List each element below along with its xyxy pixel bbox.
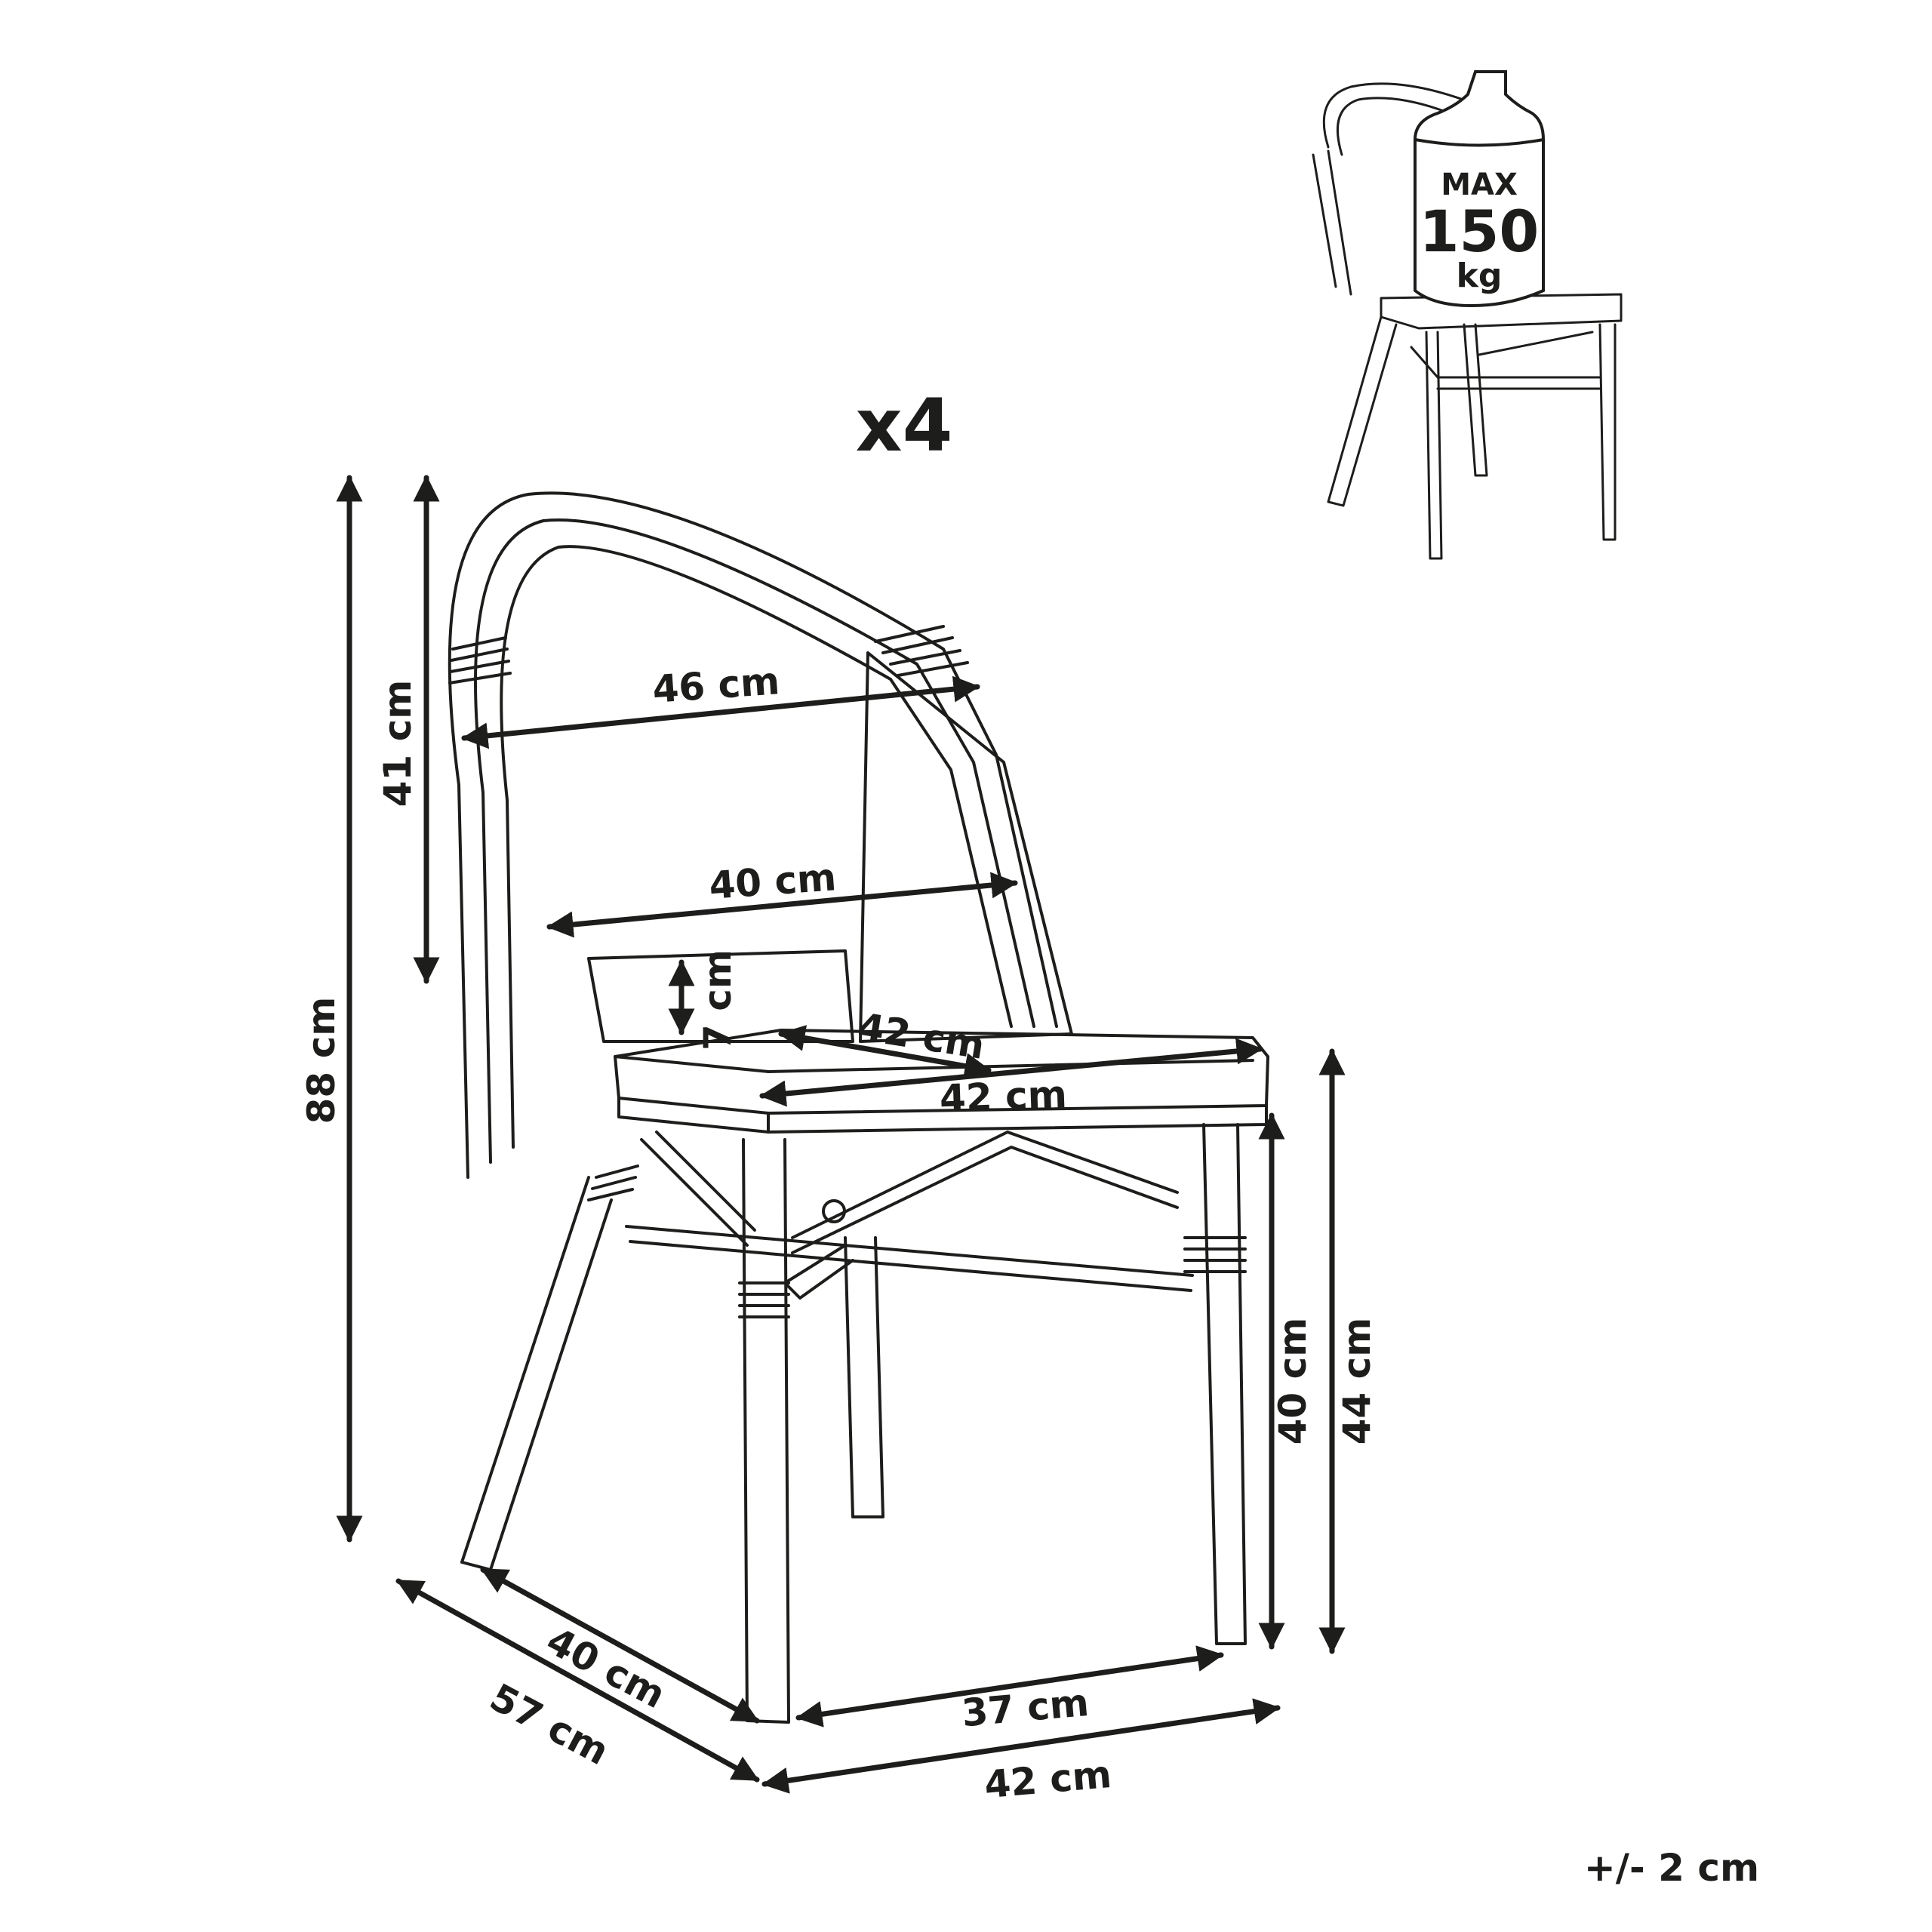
arrow-seat-width <box>759 1038 1263 1107</box>
dimension-arrows <box>336 475 1346 1794</box>
label-seat-width: 42 cm <box>939 1072 1068 1121</box>
arrow-back-top-width <box>461 675 980 749</box>
arrow-back-bottom-width <box>546 872 1018 938</box>
label-seat-back-gap: 7 cm <box>696 949 740 1051</box>
label-backrest-height: 41 cm <box>376 680 420 808</box>
label-leg-depth: 40 cm <box>540 1619 672 1717</box>
load-max-label: MAX <box>1441 168 1518 202</box>
chair-drawing <box>448 491 1269 1724</box>
label-back-bottom-width: 40 cm <box>708 855 838 908</box>
load-capacity-icon: MAX 150 kg <box>1312 70 1623 560</box>
label-back-top-width: 46 cm <box>651 659 781 712</box>
label-seat-height: 40 cm <box>1271 1318 1315 1445</box>
label-total-width: 42 cm <box>983 1752 1113 1807</box>
load-value-label: 150 <box>1420 198 1540 265</box>
arrow-total-depth <box>395 1578 760 1783</box>
mini-chair-icon <box>1312 82 1623 560</box>
label-seat-top-height: 44 cm <box>1335 1318 1379 1445</box>
dimension-labels: 88 cm 41 cm 46 cm 40 cm 7 cm 42 cm 42 cm… <box>300 659 1379 1807</box>
arrow-total-width <box>761 1698 1281 1794</box>
label-seat-depth: 42 cm <box>855 1004 988 1068</box>
load-unit-label: kg <box>1457 257 1503 295</box>
weight-bottle-icon <box>1414 70 1545 308</box>
label-total-height: 88 cm <box>300 997 343 1124</box>
quantity-label: x4 <box>856 383 953 468</box>
tolerance-label: +/- 2 cm <box>1584 1846 1759 1890</box>
